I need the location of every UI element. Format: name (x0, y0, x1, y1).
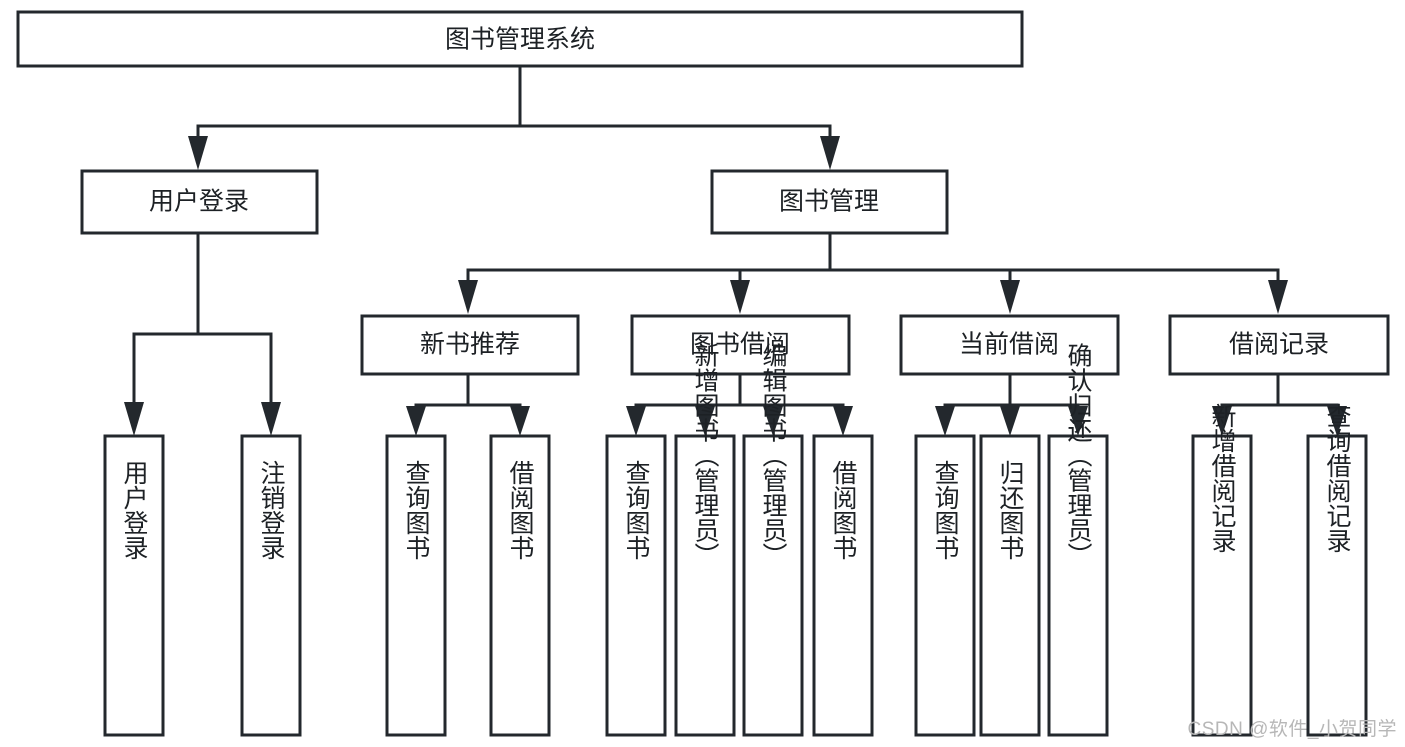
node-leaf-return-book[interactable]: 归还图书 (979, 434, 1041, 737)
connector-group-new-book-recommend (406, 372, 530, 436)
node-leaf-query-record-label: 查询借阅记录 (1323, 403, 1352, 553)
node-leaf-confirm-return-box[interactable] (1047, 434, 1109, 737)
csdn-watermark: CSDN @软件_小贺同学 (1187, 719, 1397, 740)
connector-group-book-management (458, 231, 1288, 314)
arrow-to-leaf-borrow-book-1 (510, 406, 530, 436)
arrow-to-new-book-recommend (458, 280, 478, 314)
node-leaf-borrow-book-1[interactable]: 借阅图书 (489, 434, 551, 737)
connector-group-user-login (124, 231, 281, 436)
connector-group-book-borrow (626, 372, 853, 436)
arrow-to-leaf-add-book (695, 406, 715, 436)
node-leaf-query-book-2-box[interactable] (605, 434, 667, 737)
node-leaf-edit-book[interactable]: 编辑图书（管理员） (742, 343, 804, 737)
node-leaf-borrow-book-2-label: 借阅图书 (829, 460, 858, 560)
node-leaf-query-book-1-label: 查询图书 (402, 460, 431, 560)
node-leaf-add-book-label: 新增图书（管理员） (691, 343, 720, 568)
arrow-to-leaf-borrow-book-2 (833, 406, 853, 436)
node-leaf-query-book-3[interactable]: 查询图书 (914, 434, 976, 737)
node-leaf-query-record-box[interactable] (1306, 434, 1368, 737)
node-borrow-record[interactable]: 借阅记录 (1168, 314, 1390, 376)
node-user-login[interactable]: 用户登录 (80, 169, 319, 235)
node-leaf-add-book[interactable]: 新增图书（管理员） (674, 343, 736, 737)
node-current-borrow[interactable]: 当前借阅 (899, 314, 1120, 376)
connector-group-root (188, 64, 840, 170)
connector-group-current-borrow (935, 372, 1088, 436)
node-user-login-box[interactable] (80, 169, 319, 235)
node-leaf-logout-login-box[interactable] (240, 434, 302, 737)
arrow-to-leaf-query-record (1327, 406, 1347, 436)
node-leaf-user-login-label: 用户登录 (120, 460, 149, 560)
node-leaf-add-record-label: 新增借阅记录 (1208, 403, 1237, 553)
node-leaf-add-record[interactable]: 新增借阅记录 (1191, 403, 1253, 737)
node-leaf-logout-login[interactable]: 注销登录 (240, 434, 302, 737)
arrow-to-book-management (820, 136, 840, 170)
node-leaf-borrow-book-2[interactable]: 借阅图书 (812, 434, 874, 737)
node-book-management-box[interactable] (710, 169, 949, 235)
arrow-to-leaf-edit-book (763, 406, 783, 436)
node-leaf-confirm-return[interactable]: 确认归还（管理员） (1047, 343, 1109, 737)
arrow-to-leaf-query-book-1 (406, 406, 426, 436)
node-root[interactable]: 图书管理系统 (16, 10, 1024, 68)
node-leaf-query-book-3-label: 查询图书 (931, 460, 960, 560)
node-user-login-label: 用户登录 (149, 188, 249, 216)
node-leaf-query-book-1[interactable]: 查询图书 (385, 434, 447, 737)
node-leaf-user-login-box[interactable] (103, 434, 165, 737)
node-leaf-add-record-box[interactable] (1191, 434, 1253, 737)
node-new-book-recommend[interactable]: 新书推荐 (360, 314, 580, 376)
node-leaf-return-book-label: 归还图书 (996, 460, 1025, 560)
node-leaf-query-book-2[interactable]: 查询图书 (605, 434, 667, 737)
node-new-book-recommend-box[interactable] (360, 314, 580, 376)
arrow-to-leaf-add-record (1212, 406, 1232, 436)
node-book-management-label: 图书管理 (779, 188, 879, 216)
node-leaf-user-login[interactable]: 用户登录 (103, 434, 165, 737)
node-leaf-borrow-book-1-box[interactable] (489, 434, 551, 737)
node-leaf-edit-book-box[interactable] (742, 434, 804, 737)
node-leaf-borrow-book-1-label: 借阅图书 (506, 460, 535, 560)
node-borrow-record-label: 借阅记录 (1229, 331, 1329, 359)
node-leaf-query-record[interactable]: 查询借阅记录 (1306, 403, 1368, 737)
node-current-borrow-box[interactable] (899, 314, 1120, 376)
node-leaf-query-book-2-label: 查询图书 (622, 460, 651, 560)
arrow-to-leaf-query-book-3 (935, 406, 955, 436)
arrow-to-leaf-query-book-2 (626, 406, 646, 436)
node-leaf-query-book-3-box[interactable] (914, 434, 976, 737)
arrow-to-leaf-user-login (124, 402, 144, 436)
node-leaf-add-book-box[interactable] (674, 434, 736, 737)
node-book-management[interactable]: 图书管理 (710, 169, 949, 235)
connector-group-borrow-record (1212, 372, 1347, 436)
node-new-book-recommend-label: 新书推荐 (420, 331, 520, 359)
arrow-to-borrow-record (1268, 280, 1288, 314)
node-book-borrow[interactable]: 图书借阅 (630, 314, 851, 376)
node-leaf-confirm-return-label: 确认归还（管理员） (1064, 343, 1093, 568)
node-current-borrow-label: 当前借阅 (959, 331, 1059, 359)
node-leaf-edit-book-label: 编辑图书（管理员） (759, 343, 788, 568)
arrow-to-user-login (188, 136, 208, 170)
node-root-box[interactable] (16, 10, 1024, 68)
arrow-to-leaf-confirm-return (1068, 406, 1088, 436)
node-leaf-logout-login-label: 注销登录 (257, 460, 286, 560)
node-borrow-record-box[interactable] (1168, 314, 1390, 376)
node-book-borrow-box[interactable] (630, 314, 851, 376)
node-leaf-borrow-book-2-box[interactable] (812, 434, 874, 737)
node-leaf-return-book-box[interactable] (979, 434, 1041, 737)
arrow-to-leaf-return-book (1000, 406, 1020, 436)
arrow-to-book-borrow (730, 280, 750, 314)
node-leaf-query-book-1-box[interactable] (385, 434, 447, 737)
arrow-to-leaf-logout-login (261, 402, 281, 436)
node-root-label: 图书管理系统 (445, 26, 595, 54)
node-book-borrow-label: 图书借阅 (690, 331, 790, 359)
arrow-to-current-borrow (1000, 280, 1020, 314)
